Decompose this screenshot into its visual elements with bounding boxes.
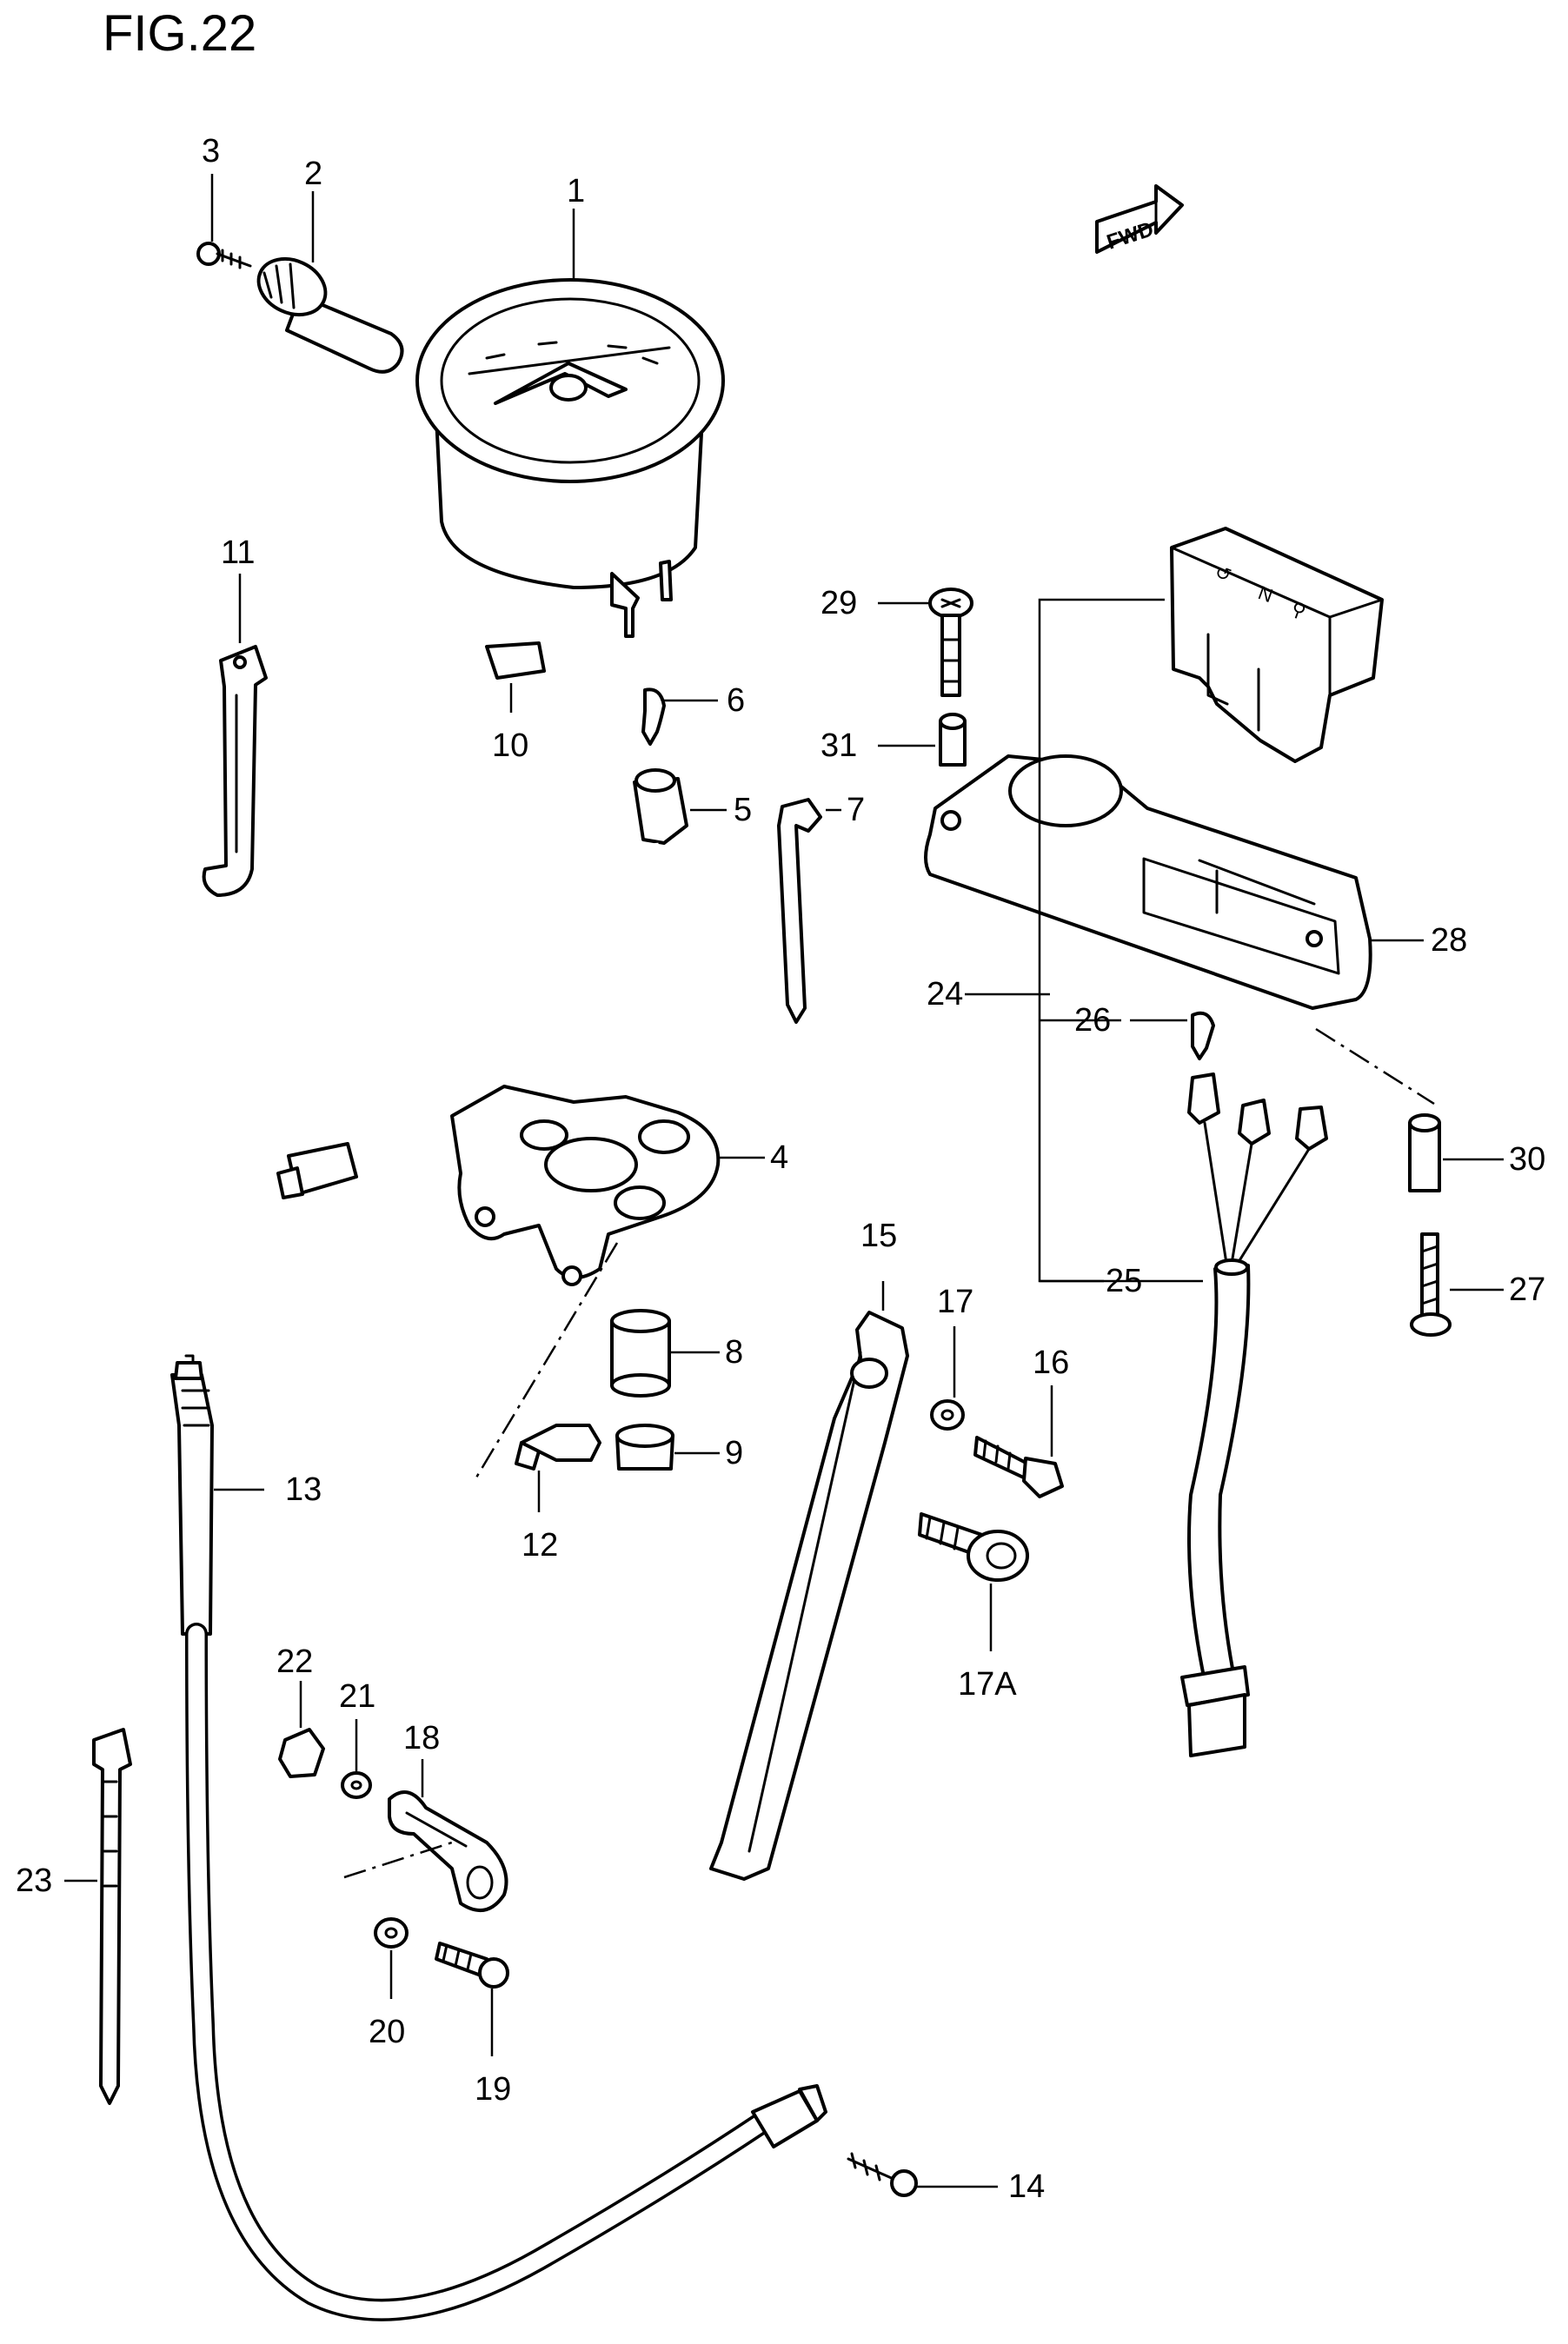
part-29-screw: [878, 588, 973, 697]
part-30-spacer: [1408, 1113, 1504, 1192]
part-27-screw: [1410, 1232, 1504, 1337]
callout-14: 14: [1008, 2168, 1045, 2205]
group-bracket-24-25: [1038, 598, 1203, 1283]
part-22-nut: [278, 1681, 325, 1778]
part-4-bracket: [450, 1085, 765, 1286]
part-28-indicator-housing: [924, 754, 1424, 1010]
part-1-gauge: [415, 209, 725, 638]
part-9-collar: [615, 1424, 720, 1471]
callout-6: 6: [727, 682, 745, 719]
part-6-bulb: [641, 687, 718, 746]
part-23-cable-tie: [64, 1728, 132, 2105]
part-21-washer: [341, 1719, 372, 1799]
callout-25: 25: [1106, 1263, 1142, 1299]
assembly-line-12: [475, 1242, 619, 1478]
callout-17a: 17A: [958, 1666, 1017, 1703]
part-19-screw: [435, 1942, 509, 2056]
callout-18: 18: [403, 1720, 440, 1756]
part-26-bulb: [1130, 1011, 1215, 1060]
indicator-cover: ↺ N ⚲: [1170, 527, 1384, 763]
callout-8: 8: [725, 1334, 743, 1371]
callout-31: 31: [821, 727, 857, 764]
part-20-washer: [374, 1917, 409, 1999]
part-13-cable: [170, 1354, 827, 2321]
part-12-bolt: [515, 1424, 601, 1512]
part-18-clamp: [388, 1759, 508, 1912]
part-3-screw: [196, 174, 252, 269]
part-15-long-bracket: [709, 1281, 909, 1881]
callout-19: 19: [475, 2071, 511, 2108]
part-7-cable-tie: [777, 798, 841, 1024]
part-25-harness: [1180, 1072, 1328, 1757]
indicator-mark-3: ⚲: [1288, 597, 1309, 622]
callout-3: 3: [202, 133, 220, 169]
callout-16: 16: [1033, 1345, 1069, 1381]
callout-27: 27: [1509, 1272, 1545, 1308]
callout-24: 24: [927, 976, 963, 1013]
part-2-knob: [256, 191, 404, 374]
callout-20: 20: [369, 2014, 405, 2050]
figure-title: FIG.22: [103, 5, 256, 62]
callout-12: 12: [522, 1527, 558, 1564]
callout-29: 29: [821, 585, 857, 621]
fwd-arrow-icon: FWD: [1095, 184, 1184, 255]
part-8-grommet: [610, 1309, 720, 1398]
part-10-cap: [485, 641, 546, 713]
part-5-socket-harness: [276, 768, 727, 1199]
part-11-bracket: [202, 574, 268, 897]
callout-1: 1: [567, 173, 585, 209]
callout-9: 9: [725, 1435, 743, 1471]
callout-26: 26: [1074, 1002, 1111, 1039]
callout-10: 10: [492, 727, 528, 764]
callout-30: 30: [1509, 1141, 1545, 1178]
callout-7: 7: [847, 792, 865, 828]
callout-13: 13: [285, 1471, 322, 1508]
part-14-screw: [847, 2152, 998, 2197]
part-16-bolt: [973, 1385, 1064, 1498]
callout-22: 22: [276, 1643, 313, 1680]
callout-5: 5: [734, 792, 752, 828]
callout-23: 23: [16, 1863, 52, 1899]
callout-15: 15: [860, 1218, 897, 1254]
callout-28: 28: [1431, 922, 1467, 959]
callout-17: 17: [937, 1284, 973, 1320]
assembly-line-18: [343, 1841, 453, 1879]
part-17a-flange-bolt: [918, 1512, 1029, 1651]
callout-4: 4: [770, 1139, 788, 1176]
callout-11: 11: [221, 535, 255, 571]
part-31-spacer: [878, 713, 967, 767]
callout-21: 21: [339, 1678, 375, 1715]
part-17-washer: [930, 1326, 965, 1431]
assembly-line-30: [1315, 1027, 1435, 1106]
callout-2: 2: [304, 156, 322, 192]
